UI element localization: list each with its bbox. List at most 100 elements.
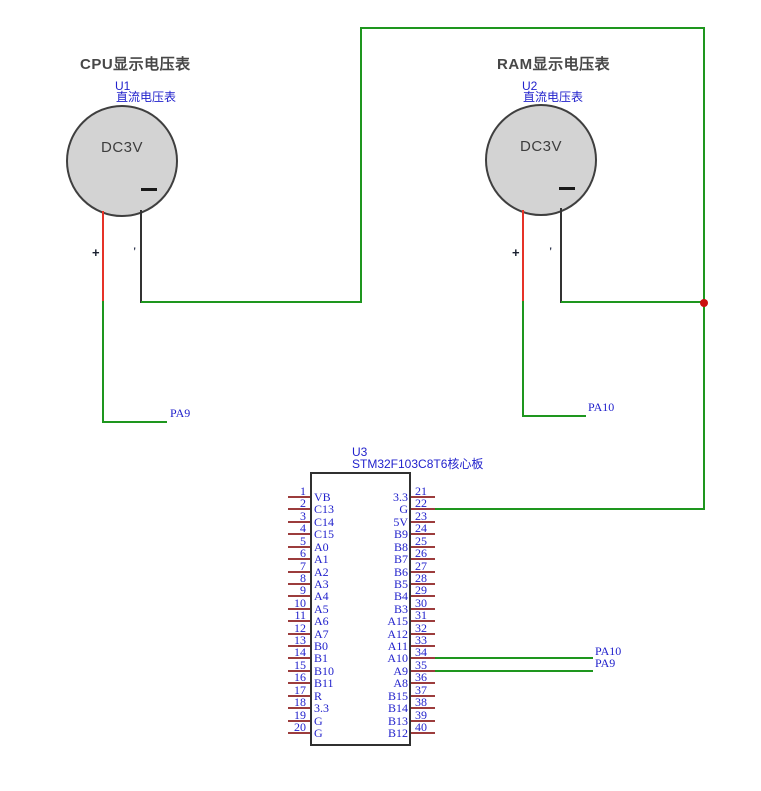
pin-stub-right-32[interactable] (411, 632, 435, 635)
pin-stub-left-16[interactable] (288, 682, 310, 685)
pin-stub-right-35[interactable] (411, 669, 435, 672)
pin-name-5: A0 (314, 539, 329, 554)
pin-name-12: A7 (314, 626, 329, 641)
pin-stub-right-27[interactable] (411, 570, 435, 573)
pin-number-16: 16 (294, 670, 306, 685)
pin-stub-left-17[interactable] (288, 694, 310, 697)
wire-pin34-pa10[interactable] (435, 657, 593, 659)
pin-stub-left-1[interactable] (288, 496, 310, 498)
pin-number-18: 18 (294, 695, 306, 710)
pin-stub-left-9[interactable] (288, 595, 310, 598)
net-label-pa10[interactable]: PA10 (588, 400, 615, 414)
wire-u1-negative[interactable] (140, 210, 142, 303)
pin-stub-right-37[interactable] (411, 694, 435, 697)
pin-stub-right-38[interactable] (411, 707, 435, 710)
pin-number-39: 39 (415, 707, 427, 722)
wire-u2-negative-horizontal[interactable] (561, 301, 705, 303)
pin-stub-right-21[interactable] (411, 496, 435, 498)
pin-name-14: B1 (314, 651, 329, 666)
wire-pa10-vertical[interactable] (522, 301, 524, 417)
pin-name-24: B9 (393, 527, 408, 542)
wire-u1-positive[interactable] (102, 211, 104, 302)
pin-stub-left-14[interactable] (288, 657, 310, 660)
chip-body[interactable] (310, 472, 411, 746)
pin-stub-right-23[interactable] (411, 520, 435, 523)
pin-stub-left-7[interactable] (288, 570, 310, 573)
ram-plus-terminal-label: + (512, 245, 520, 260)
wire-pa9-vertical[interactable] (102, 301, 104, 423)
pin-stub-right-28[interactable] (411, 582, 435, 585)
pin-number-30: 30 (415, 595, 427, 610)
pin-stub-left-3[interactable] (288, 520, 310, 523)
chip-name[interactable]: STM32F103C8T6核心板 (352, 457, 484, 471)
pin-stub-right-31[interactable] (411, 620, 435, 623)
wire-pa9-horizontal[interactable] (102, 421, 167, 423)
pin-name-19: G (314, 713, 323, 728)
pin-number-40: 40 (415, 719, 427, 734)
pin-number-9: 9 (300, 583, 306, 598)
ram-minus-terminal-tick: ' (549, 244, 553, 258)
ram-voltmeter-minus-mark (559, 187, 575, 190)
pin-name-8: A3 (314, 576, 329, 591)
pin-stub-left-19[interactable] (288, 719, 310, 722)
ram-meter-part-label[interactable]: 直流电压表 (523, 90, 584, 104)
pin-name-32: A12 (387, 626, 408, 641)
cpu-meter-ref[interactable]: U1 (115, 79, 131, 93)
ram-voltmeter-body[interactable] (485, 104, 597, 216)
pin-stub-left-18[interactable] (288, 707, 310, 710)
pin-stub-left-6[interactable] (288, 558, 310, 561)
pin-name-22: G (399, 502, 408, 517)
pin-number-20: 20 (294, 719, 306, 734)
wire-u2-negative[interactable] (560, 208, 562, 303)
pin-stub-right-30[interactable] (411, 607, 435, 610)
pin-number-32: 32 (415, 620, 427, 635)
wire-ground-to-pin22[interactable] (435, 508, 705, 510)
pin-stub-left-12[interactable] (288, 632, 310, 635)
chip-ref[interactable]: U3 (352, 445, 368, 459)
net-label-chip-pa9[interactable]: PA9 (595, 656, 616, 670)
pin-name-1: VB (314, 490, 331, 504)
cpu-voltmeter-body[interactable] (66, 105, 178, 217)
pin-name-35: A9 (393, 663, 408, 678)
wire-u2-positive[interactable] (522, 210, 524, 302)
pin-number-25: 25 (415, 533, 427, 548)
pin-stub-right-22[interactable] (411, 508, 435, 511)
pin-stub-right-26[interactable] (411, 558, 435, 561)
pin-stub-left-2[interactable] (288, 508, 310, 511)
pin-stub-right-40[interactable] (411, 731, 435, 734)
pin-stub-left-4[interactable] (288, 533, 310, 536)
pin-stub-left-11[interactable] (288, 620, 310, 623)
pin-stub-right-33[interactable] (411, 645, 435, 648)
net-label-chip-pa10[interactable]: PA10 (595, 644, 622, 658)
pin-stub-right-39[interactable] (411, 719, 435, 722)
ram-meter-ref[interactable]: U2 (522, 79, 538, 93)
pin-stub-left-13[interactable] (288, 645, 310, 648)
wire-ground-top-horizontal[interactable] (360, 27, 705, 29)
pin-number-21: 21 (415, 484, 427, 498)
pin-number-27: 27 (415, 558, 427, 573)
pin-stub-right-34[interactable] (411, 657, 435, 660)
pin-number-14: 14 (294, 645, 306, 660)
ram-voltmeter-display: DC3V (519, 138, 562, 155)
pin-name-28: B5 (393, 576, 408, 591)
wire-pa10-horizontal[interactable] (522, 415, 586, 417)
pin-stub-left-15[interactable] (288, 669, 310, 672)
cpu-meter-part-label[interactable]: 直流电压表 (116, 90, 177, 104)
wire-ground-left-vertical[interactable] (360, 27, 362, 303)
pin-stub-left-20[interactable] (288, 731, 310, 734)
pin-name-15: B10 (314, 663, 335, 678)
wire-u1-negative-horizontal[interactable] (141, 301, 362, 303)
pin-stub-right-24[interactable] (411, 533, 435, 536)
pin-stub-left-5[interactable] (288, 545, 310, 548)
pin-stub-right-36[interactable] (411, 682, 435, 685)
net-label-pa9[interactable]: PA9 (170, 406, 191, 420)
pin-name-9: A4 (314, 589, 329, 604)
wire-ground-right-vertical[interactable] (703, 27, 705, 510)
pin-stub-right-29[interactable] (411, 595, 435, 598)
pin-stub-right-25[interactable] (411, 545, 435, 548)
pin-stub-left-8[interactable] (288, 582, 310, 585)
wire-pin35-pa9[interactable] (435, 670, 593, 672)
pin-stub-left-10[interactable] (288, 607, 310, 610)
pin-number-31: 31 (415, 608, 427, 623)
pin-number-11: 11 (294, 608, 306, 623)
